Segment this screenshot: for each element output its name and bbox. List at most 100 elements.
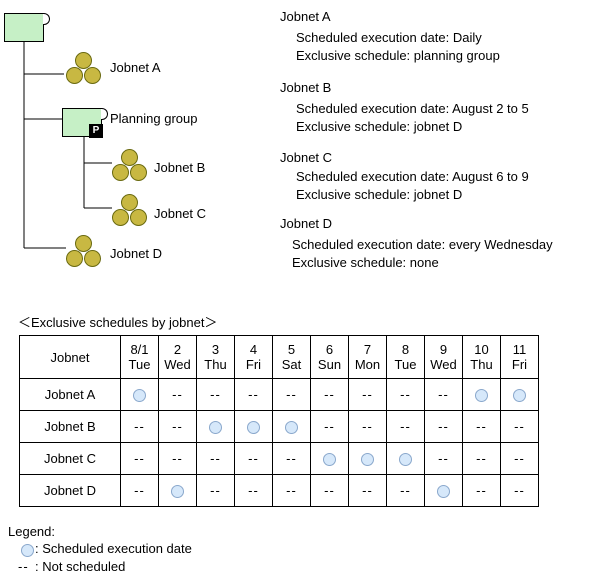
scheduled-cell: [234, 410, 273, 443]
desc-jobnet-a-exclusive: Exclusive schedule: planning group: [296, 48, 500, 63]
column-date: 2: [173, 342, 182, 357]
row-header: Jobnet C: [19, 442, 121, 475]
scheduled-dot-icon: [437, 485, 450, 499]
column-date: 4: [249, 342, 258, 357]
not-scheduled-cell: --: [348, 410, 387, 443]
not-scheduled-cell: --: [462, 410, 501, 443]
scheduled-cell: [462, 378, 501, 411]
scheduled-cell: [272, 410, 311, 443]
jobnet-d-icon: [64, 235, 102, 269]
not-scheduled-cell: --: [386, 474, 425, 507]
not-scheduled-cell: --: [196, 474, 235, 507]
table-row: Jobnet A----------------: [19, 378, 539, 411]
scheduled-dot-icon: [361, 453, 374, 467]
row-header: Jobnet A: [19, 378, 121, 411]
column-day: Sun: [317, 357, 342, 372]
column-day: Tue: [128, 357, 151, 372]
table-row: Jobnet C----------------: [19, 442, 539, 475]
legend-not-scheduled-mark: --: [18, 559, 29, 574]
tree-connectors: [23, 41, 112, 249]
not-scheduled-cell: --: [424, 442, 463, 475]
table-corner-header: Jobnet: [19, 335, 121, 379]
row-header: Jobnet D: [19, 474, 121, 507]
not-scheduled-cell: --: [348, 378, 387, 411]
desc-jobnet-b-exclusive: Exclusive schedule: jobnet D: [296, 119, 463, 134]
desc-jobnet-b-name: Jobnet B: [280, 80, 332, 95]
table-row: Jobnet D------------------: [19, 474, 539, 507]
scheduled-cell: [120, 378, 159, 411]
scheduled-dot-icon: [513, 389, 526, 403]
scheduled-dot-icon: [133, 389, 146, 403]
not-scheduled-cell: --: [234, 474, 273, 507]
scheduled-cell: [310, 442, 349, 475]
desc-jobnet-b-date: Scheduled execution date: August 2 to 5: [296, 101, 529, 116]
desc-jobnet-c-exclusive: Exclusive schedule: jobnet D: [296, 187, 463, 202]
not-scheduled-cell: --: [120, 410, 159, 443]
desc-jobnet-d-name: Jobnet D: [280, 216, 333, 231]
scheduled-dot-icon: [209, 421, 222, 435]
not-scheduled-cell: --: [120, 442, 159, 475]
scheduled-cell: [196, 410, 235, 443]
jobnet-b-icon: [110, 149, 148, 183]
desc-jobnet-c-date: Scheduled execution date: August 6 to 9: [296, 169, 529, 184]
legend-not-scheduled-text: : Not scheduled: [35, 559, 126, 574]
not-scheduled-cell: --: [424, 378, 463, 411]
not-scheduled-cell: --: [462, 474, 501, 507]
scheduled-dot-icon: [399, 453, 412, 467]
not-scheduled-cell: --: [272, 474, 311, 507]
column-day: Sat: [281, 357, 302, 372]
not-scheduled-cell: --: [500, 442, 539, 475]
not-scheduled-cell: --: [386, 410, 425, 443]
desc-jobnet-a-date: Scheduled execution date: Daily: [296, 30, 482, 45]
column-date: 10: [474, 342, 489, 357]
column-date: 7: [363, 342, 372, 357]
column-day: Thu: [470, 357, 493, 372]
not-scheduled-cell: --: [424, 410, 463, 443]
jobnet-a-icon: [64, 52, 102, 86]
root-folder-icon: [4, 13, 44, 42]
not-scheduled-cell: --: [196, 442, 235, 475]
legend-scheduled-dot-icon: [21, 544, 34, 557]
column-day: Fri: [511, 357, 528, 372]
tree-label-jobnet-d: Jobnet D: [110, 246, 163, 261]
table-row: Jobnet B----------------: [19, 410, 539, 443]
not-scheduled-cell: --: [500, 474, 539, 507]
desc-jobnet-d-exclusive: Exclusive schedule: none: [292, 255, 439, 270]
not-scheduled-cell: --: [158, 410, 197, 443]
scheduled-cell: [424, 474, 463, 507]
table-title: ＜Exclusive schedules by jobnet＞: [18, 315, 218, 330]
column-date: 3: [211, 342, 220, 357]
scheduled-cell: [158, 474, 197, 507]
not-scheduled-cell: --: [234, 442, 273, 475]
not-scheduled-cell: --: [500, 410, 539, 443]
planning-badge-icon: P: [89, 124, 103, 138]
not-scheduled-cell: --: [196, 378, 235, 411]
scheduled-dot-icon: [323, 453, 336, 467]
column-day: Tue: [394, 357, 417, 372]
jobnet-c-icon: [110, 194, 148, 228]
not-scheduled-cell: --: [120, 474, 159, 507]
scheduled-cell: [348, 442, 387, 475]
column-day: Thu: [204, 357, 227, 372]
not-scheduled-cell: --: [310, 474, 349, 507]
not-scheduled-cell: --: [158, 442, 197, 475]
tree-label-planning-group: Planning group: [110, 111, 198, 126]
tree-label-jobnet-c: Jobnet C: [154, 206, 207, 221]
not-scheduled-cell: --: [272, 378, 311, 411]
tree-label-jobnet-a: Jobnet A: [110, 60, 161, 75]
not-scheduled-cell: --: [310, 410, 349, 443]
not-scheduled-cell: --: [386, 378, 425, 411]
column-date: 11: [512, 342, 527, 357]
column-day: Wed: [164, 357, 191, 372]
row-header: Jobnet B: [19, 410, 121, 443]
column-date: 9: [439, 342, 448, 357]
column-date: 5: [287, 342, 296, 357]
